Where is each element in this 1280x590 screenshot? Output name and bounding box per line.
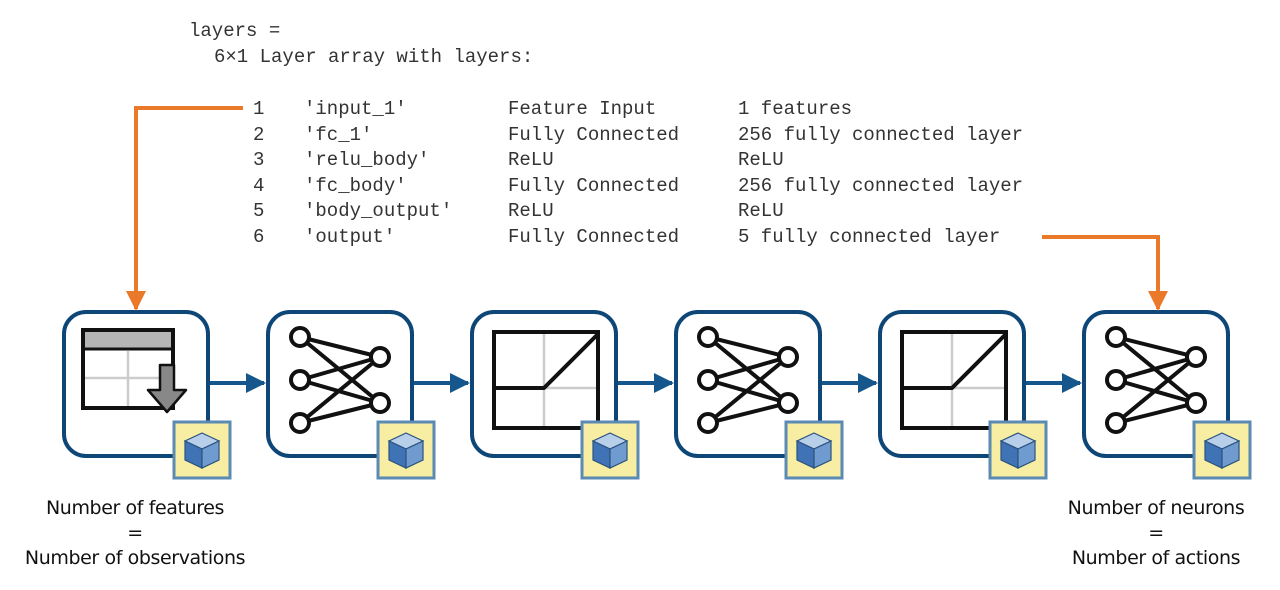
layer-block-relu [470, 310, 640, 480]
layer-name: 'body_output' [304, 200, 453, 222]
layer-name: 'fc_body' [304, 175, 407, 197]
code-header-line2: 6×1 Layer array with layers: [214, 46, 534, 68]
callout-arrow-input [126, 106, 243, 311]
layer-index: 1 [253, 98, 265, 120]
layer-desc: 1 features [738, 98, 853, 120]
layer-block-fully-connected [674, 310, 844, 480]
cube-icon [1192, 420, 1252, 480]
layer-name: 'fc_1' [304, 124, 373, 146]
layer-name: 'output' [304, 226, 396, 248]
feature-input-icon [81, 328, 188, 414]
caption-right-line1: Number of neurons [1067, 497, 1245, 519]
layer-index: 4 [253, 175, 265, 197]
layer-desc: 256 fully connected layer [738, 175, 1024, 197]
layer-block-relu [878, 310, 1048, 480]
layer-type: ReLU [508, 149, 554, 171]
layer-block-feature-input [62, 310, 232, 480]
caption-right: Number of neurons = Number of actions [1040, 496, 1272, 571]
layer-index: 6 [253, 226, 265, 248]
cube-icon [376, 420, 436, 480]
layer-block-fully-connected [266, 310, 436, 480]
layer-desc: 256 fully connected layer [738, 124, 1024, 146]
cube-icon [172, 420, 232, 480]
caption-right-line3: Number of actions [1071, 547, 1241, 569]
layer-type: Fully Connected [508, 226, 680, 248]
layer-desc: ReLU [738, 149, 784, 171]
caption-right-line2: = [1148, 522, 1164, 544]
layer-index: 3 [253, 149, 265, 171]
caption-left-line3: Number of observations [24, 547, 246, 569]
cube-icon [580, 420, 640, 480]
code-header-line1: layers = [189, 20, 281, 42]
layer-desc: ReLU [738, 200, 784, 222]
caption-left: Number of features = Number of observati… [10, 496, 260, 571]
layer-type: Fully Connected [508, 124, 680, 146]
callout-arrow-output [1042, 235, 1168, 311]
layer-type: Fully Connected [508, 175, 680, 197]
layer-index: 5 [253, 200, 265, 222]
cube-icon [988, 420, 1048, 480]
layer-index: 2 [253, 124, 265, 146]
layer-block-fully-connected [1082, 310, 1252, 480]
layer-type: ReLU [508, 200, 554, 222]
cube-icon [784, 420, 844, 480]
layer-desc: 5 fully connected layer [738, 226, 1001, 248]
caption-left-line1: Number of features [45, 497, 224, 519]
layer-type: Feature Input [508, 98, 657, 120]
layer-name: 'input_1' [304, 98, 407, 120]
caption-left-line2: = [127, 522, 143, 544]
layer-name: 'relu_body' [304, 149, 430, 171]
